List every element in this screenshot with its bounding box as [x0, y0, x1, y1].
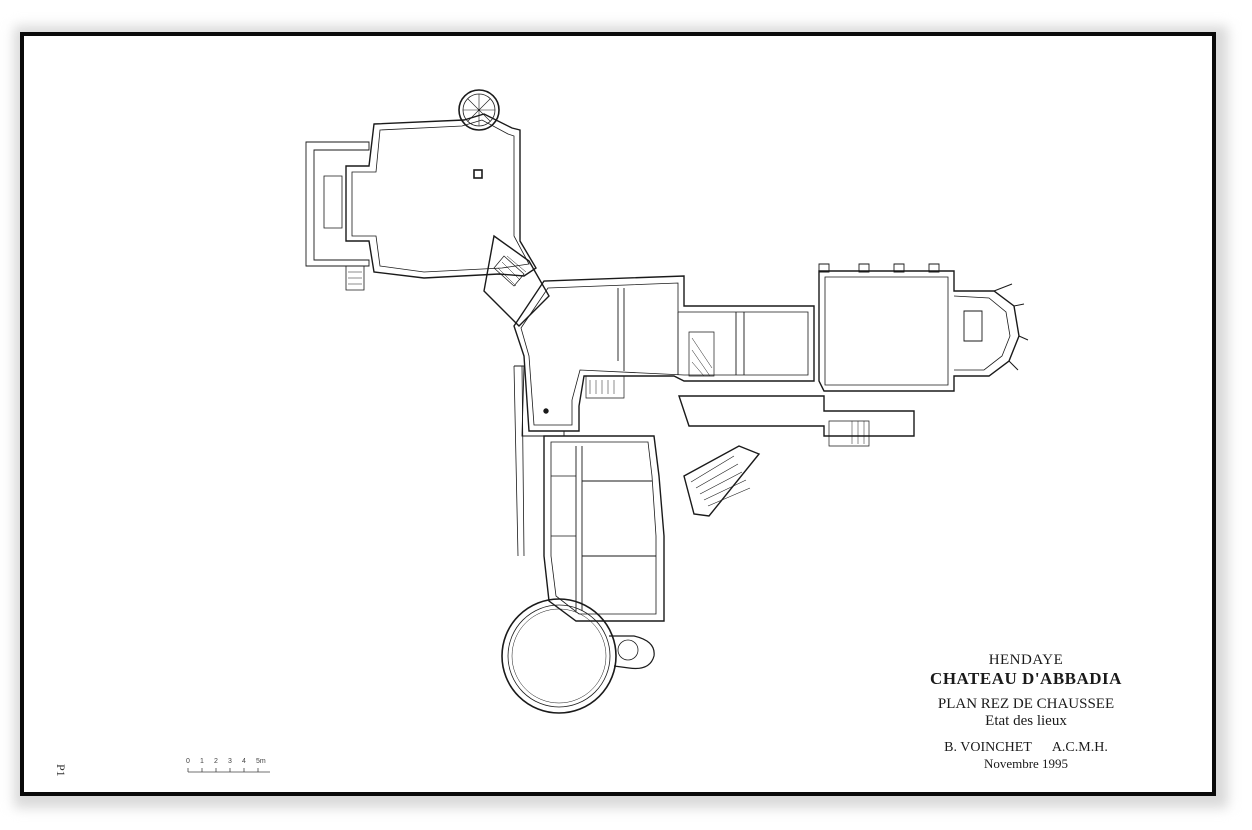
- city-name: HENDAYE: [988, 652, 1064, 668]
- scale-tick-label: 2: [214, 758, 218, 765]
- scale-tick-label: 1: [200, 758, 204, 765]
- corridor: [513, 365, 565, 557]
- scale-bar: 0 1 2 3 4 5m: [184, 758, 284, 778]
- diagonal-stair: [483, 234, 550, 327]
- scale-tick-label: 4: [242, 758, 246, 765]
- south-wing: [543, 435, 665, 622]
- round-tower: [501, 598, 655, 714]
- architect-title: A.C.M.H.: [1051, 740, 1108, 755]
- scale-tick-label: 5m: [256, 758, 266, 765]
- sheet-label: P1: [54, 764, 68, 777]
- north-west-hall: [305, 113, 537, 291]
- floor-plan: [305, 89, 1029, 714]
- title-block: HENDAYE CHATEAU D'ABBADIA PLAN REZ DE CH…: [906, 651, 1146, 771]
- plan-date: Novembre 1995: [983, 756, 1069, 771]
- east-chapel: [818, 263, 1029, 392]
- plan-subtitle: Etat des lieux: [985, 713, 1067, 729]
- building-name: CHATEAU D'ABBADIA: [930, 669, 1122, 688]
- exterior-curved-stair: [683, 445, 761, 517]
- spiral-stair-turret: [458, 89, 500, 131]
- architect-line: B. VOINCHET A.C.M.H.: [906, 740, 1146, 756]
- architect-name: B. VOINCHET: [944, 740, 1032, 755]
- east-passage: [678, 395, 915, 447]
- scale-bar-graphic: [187, 768, 270, 773]
- scale-tick-label: 3: [228, 758, 232, 765]
- scale-tick-label: 0: [186, 758, 190, 765]
- plan-title: PLAN REZ DE CHAUSSEE: [937, 696, 1115, 712]
- drawing-sheet: HENDAYE CHATEAU D'ABBADIA PLAN REZ DE CH…: [20, 32, 1216, 796]
- central-wing: [513, 275, 815, 432]
